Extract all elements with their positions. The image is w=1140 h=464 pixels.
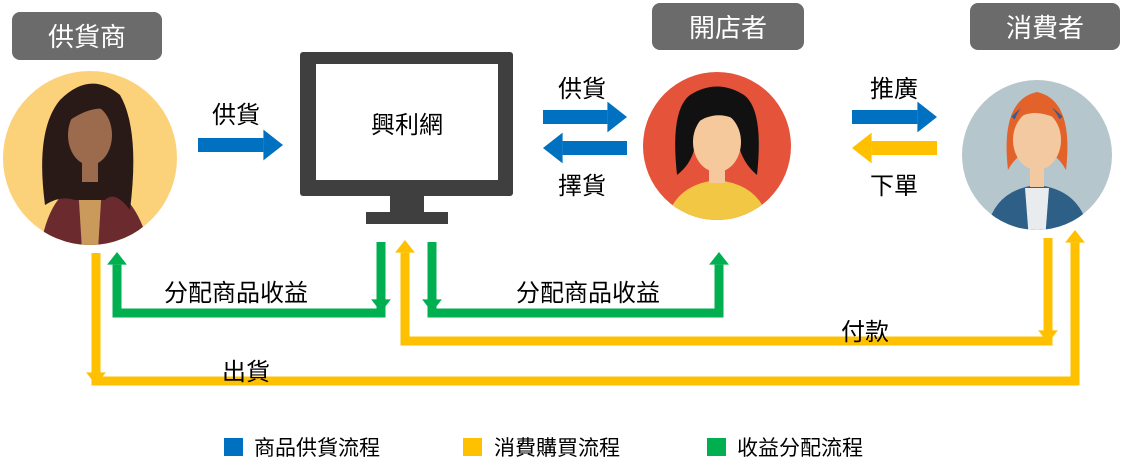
order-to-owner-arrowhead <box>852 132 872 164</box>
legend-label-revenue: 收益分配流程 <box>737 436 863 460</box>
supplier-avatar <box>3 71 177 245</box>
supplier-label: 供貨商 <box>12 12 162 60</box>
payment-flow-arrowhead <box>395 240 415 253</box>
revenue-to-supplier-arrowhead <box>107 252 127 265</box>
payment-flow-line <box>400 238 1053 346</box>
legend-swatch-revenue <box>707 438 726 456</box>
shipping-flow-arrowhead <box>1065 230 1085 243</box>
flow-label-promote: 推廣 <box>870 75 918 103</box>
supply-to-platform-arrowhead <box>263 129 283 161</box>
flow-label-revenue-owner: 分配商品收益 <box>516 279 660 307</box>
revenue-to-owner-arrowhead <box>709 252 729 265</box>
flow-label-select: 擇貨 <box>558 172 606 200</box>
svg-text:消費者: 消費者 <box>1006 14 1084 44</box>
flow-label-order: 下單 <box>870 172 918 200</box>
shop-owner-avatar <box>643 72 791 220</box>
flow-label-supply-to-platform: 供貨 <box>212 101 260 129</box>
flow-arrows <box>86 101 1085 386</box>
payment-down-arrowhead <box>1038 330 1058 343</box>
legend-label-supply: 商品供貨流程 <box>254 436 380 460</box>
supply-to-owner-arrowhead <box>607 101 627 133</box>
consumer-avatar <box>962 80 1112 230</box>
platform-monitor: 興利網 <box>300 52 513 224</box>
flow-label-supply-to-owner: 供貨 <box>558 75 606 103</box>
shipping-down-arrowhead <box>86 372 106 385</box>
flow-label-shipping: 出貨 <box>222 358 270 386</box>
legend: 商品供貨流程 消費購買流程 收益分配流程 <box>224 436 863 460</box>
flow-label-revenue-supplier: 分配商品收益 <box>164 279 308 307</box>
promote-to-consumer-arrowhead <box>917 101 937 133</box>
legend-label-purchase: 消費購買流程 <box>494 436 620 460</box>
legend-swatch-supply <box>224 438 243 456</box>
consumer-label: 消費者 <box>970 3 1120 50</box>
select-to-platform-arrowhead <box>543 132 563 164</box>
svg-text:供貨商: 供貨商 <box>48 23 126 53</box>
legend-swatch-purchase <box>463 438 482 456</box>
revenue-down-left-arrowhead <box>371 299 391 312</box>
svg-text:開店者: 開店者 <box>689 14 767 44</box>
revenue-down-right-arrowhead <box>422 299 442 312</box>
platform-name: 興利網 <box>371 111 443 139</box>
flow-label-payment: 付款 <box>841 318 889 346</box>
shop-owner-label: 開店者 <box>652 3 804 50</box>
